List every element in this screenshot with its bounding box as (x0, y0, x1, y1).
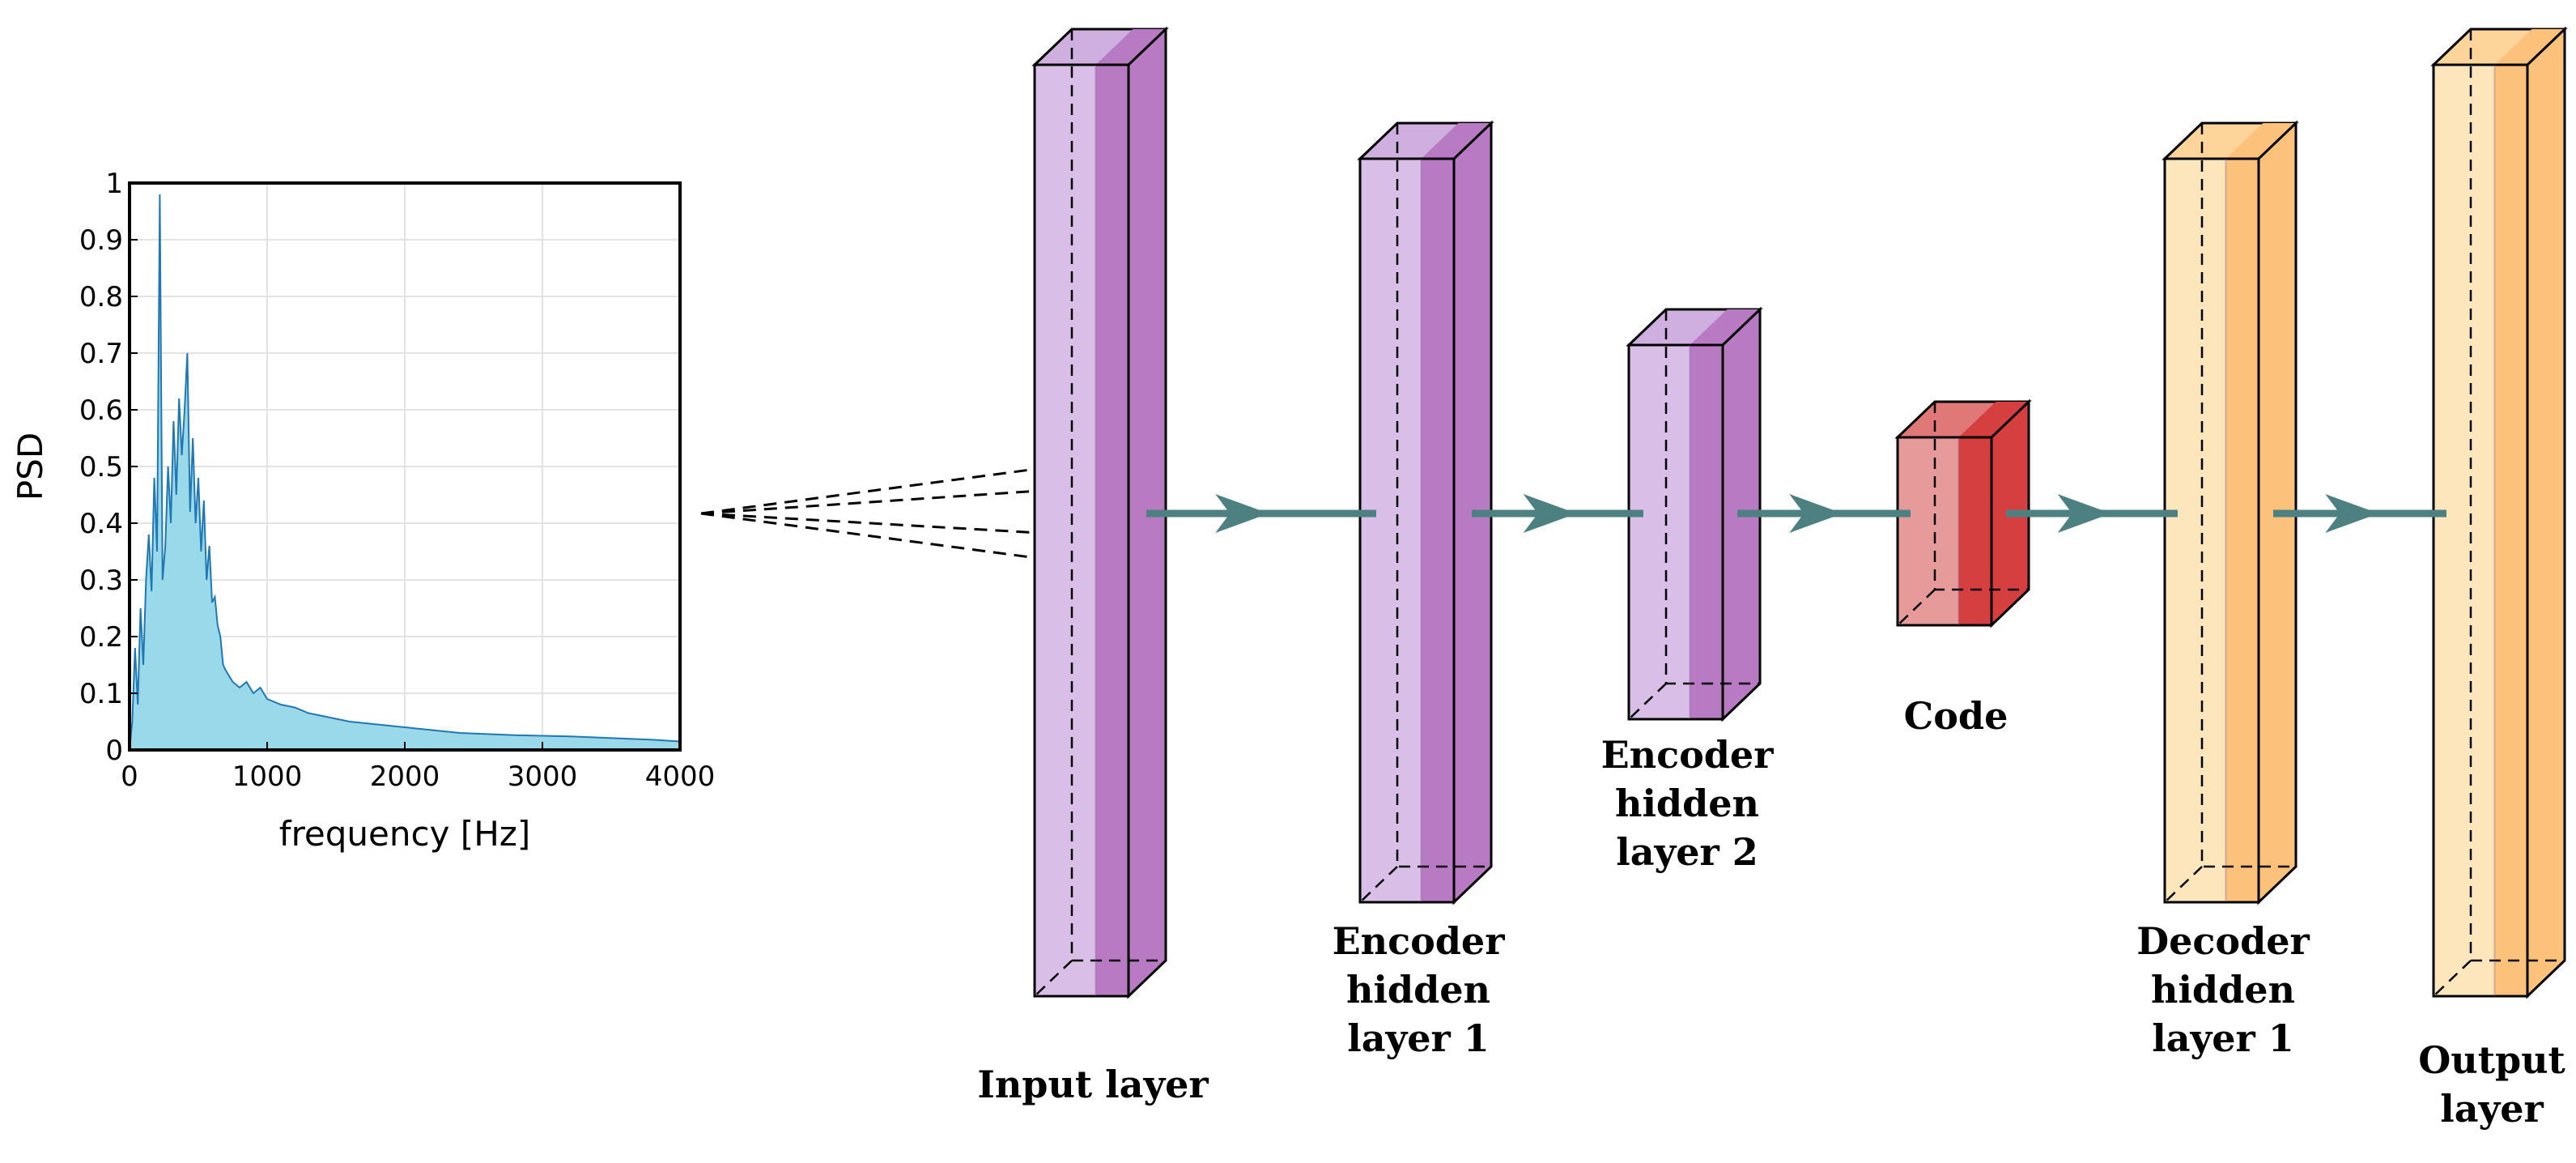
layer-block-4 (1894, 398, 2032, 628)
layer-label: Decoder (2136, 919, 2310, 963)
layer-block-5 (2162, 120, 2299, 905)
cone-line (700, 512, 1068, 564)
x-tick-label: 0 (121, 760, 138, 793)
layer-label: Encoder (1601, 733, 1775, 777)
layer-top-band (2225, 123, 2296, 159)
arrow-head (2057, 494, 2111, 533)
layer-front-face (1035, 65, 1096, 996)
layer-hidden-edges (1897, 402, 2029, 626)
connection-arrows (1146, 494, 2446, 533)
layer-block-6 (2430, 26, 2568, 999)
psd-chart: 0 1000 2000 3000 4000 0 0.1 0.2 0.3 0.4 0.5 0.6 0.7… (11, 168, 715, 854)
layer-label: Encoder (1333, 919, 1506, 963)
layer-label: hidden (1346, 968, 1490, 1012)
layer-front-face (2165, 159, 2226, 902)
layer-label: hidden (1615, 782, 1759, 825)
layer-label: Code (1904, 694, 2009, 738)
layer-hidden-edges (1359, 123, 1491, 903)
layer-outline (1358, 157, 1456, 904)
arrow-1 (1146, 494, 1376, 533)
layer-top-band (1690, 309, 1760, 345)
y-tick-label: 1 (105, 168, 123, 200)
x-axis-label: frequency [Hz] (279, 814, 530, 854)
layer-front-face (2434, 65, 2495, 996)
layer-label: layer 1 (1347, 1016, 1490, 1060)
layer-outline (2432, 63, 2529, 998)
layer-block-2 (1357, 120, 1494, 905)
x-tick-label: 4000 (645, 760, 716, 793)
y-tick-labels: 0 0.1 0.2 0.3 0.4 0.5 0.6 0.7 0.8 0.9 1 (79, 168, 138, 767)
layer-front-band (1958, 437, 1992, 625)
arrow-head (2325, 494, 2379, 533)
layer-front-band (1095, 65, 1129, 996)
layer-front-band (1421, 159, 1454, 902)
cone-line (700, 512, 1040, 535)
layer-front-face (1629, 345, 1690, 719)
y-tick-label: 0.9 (79, 224, 123, 257)
layer-front-band (1690, 345, 1723, 719)
layer-front-face (1898, 437, 1959, 625)
y-tick-label: 0 (105, 735, 123, 767)
layer-label: hidden (2151, 968, 2295, 1012)
y-tick-label: 0.2 (79, 621, 123, 654)
layer-side-face (2526, 26, 2566, 999)
y-tick-label: 0.3 (79, 564, 123, 597)
arrow-2 (1472, 494, 1643, 533)
arrow-5 (2273, 494, 2446, 533)
layer-hidden-edges (1628, 309, 1760, 720)
layer-label: layer 2 (1616, 830, 1758, 874)
layer-outline (2163, 157, 2260, 904)
layer-front-face (1360, 159, 1422, 902)
layer-front-band (2494, 65, 2527, 996)
layer-outline (1896, 436, 1993, 627)
layer-top-band (1095, 29, 1166, 65)
y-tick-label: 0.1 (79, 678, 123, 710)
layer-front-band (2225, 159, 2259, 902)
arrow-head (1523, 494, 1577, 533)
layer-label: Output (2418, 1038, 2565, 1082)
y-tick-label: 0.7 (79, 338, 123, 370)
cone-line (700, 463, 1068, 515)
y-tick-label: 0.6 (79, 394, 123, 427)
layer-hidden-edges (2164, 123, 2296, 903)
layer-top-band (2494, 29, 2565, 65)
arrow-head (1215, 494, 1269, 533)
layer-top-band (1421, 123, 1491, 159)
arrow-head (1789, 494, 1843, 533)
layer-label: layer (2440, 1087, 2544, 1131)
psd-line (129, 194, 681, 751)
layer-label: Input layer (977, 1063, 1209, 1106)
arrow-4 (2006, 494, 2178, 533)
layer-top-band (1958, 402, 2029, 437)
y-tick-label: 0.5 (79, 451, 123, 484)
layer-label: layer 1 (2152, 1016, 2294, 1060)
layer-block-1 (1031, 26, 1169, 999)
cone-line (700, 489, 1040, 515)
x-tick-label: 3000 (508, 760, 578, 793)
y-tick-label: 0.4 (79, 508, 123, 540)
layer-outline (1033, 63, 1130, 998)
x-tick-labels: 0 1000 2000 3000 4000 (121, 742, 715, 793)
arrow-3 (1737, 494, 1911, 533)
x-tick-label: 1000 (232, 760, 303, 793)
layer-outline (1627, 343, 1724, 721)
layer-hidden-edges (1034, 29, 1166, 997)
psd-area-fill (130, 194, 680, 750)
x-tick-label: 2000 (370, 760, 440, 793)
y-axis-label: PSD (11, 432, 50, 501)
zoom-cone (700, 463, 1069, 564)
layer-hidden-edges (2433, 29, 2565, 997)
y-tick-label: 0.8 (79, 281, 123, 313)
